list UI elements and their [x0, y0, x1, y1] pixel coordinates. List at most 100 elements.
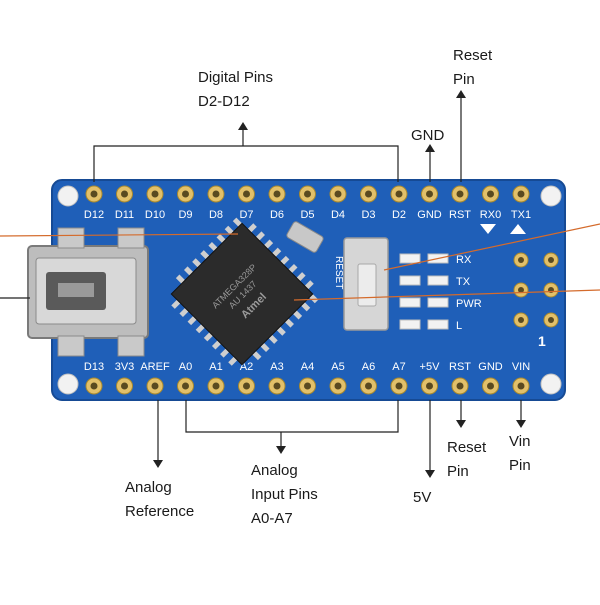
mount-hole-bottom-right: [540, 373, 562, 395]
bottom-pin-label-a3: A3: [270, 361, 283, 373]
bottom-pad-hole: [151, 382, 159, 390]
bottom-pad-hole: [517, 382, 525, 390]
top-pad-hole: [90, 190, 98, 198]
top-pad-hole: [304, 190, 311, 198]
vin-line-2: Pin: [509, 457, 531, 474]
fivev-label: 5V: [413, 489, 432, 506]
top-pin-label-gnd: GND: [417, 209, 442, 221]
reset-pin-top-callout: Reset Pin: [453, 44, 492, 92]
top-pin-label-d4: D4: [331, 209, 345, 221]
callout-arrowheads: [153, 90, 526, 478]
top-pad-hole: [334, 190, 342, 198]
bottom-pad-hole: [395, 382, 403, 390]
bottom-pad-hole: [487, 382, 494, 390]
icsp-pad-hole: [518, 257, 524, 263]
led-label-tx: TX: [456, 276, 471, 288]
analog-reference-line-1: Analog: [125, 479, 172, 496]
top-pin-label-d9: D9: [178, 209, 192, 221]
gnd-top-callout: GND: [411, 124, 444, 148]
bottom-pad-hole: [456, 382, 464, 390]
bottom-pad-hole: [212, 382, 220, 390]
bottom-pin-label-gnd: GND: [478, 361, 503, 373]
top-pin-label-tx1: TX1: [511, 209, 531, 221]
top-pad-hole: [365, 190, 372, 198]
bottom-pad-hole: [304, 382, 311, 390]
reset-silk-label: RESET: [333, 256, 344, 289]
bottom-pin-label-+5v: +5V: [420, 361, 441, 373]
analog-input-line-1: Analog: [251, 462, 298, 479]
top-pin-label-d2: D2: [392, 209, 406, 221]
bottom-pin-label-vin: VIN: [512, 361, 530, 373]
top-pad-hole: [517, 190, 525, 198]
fivev-arrow-head-icon: [425, 470, 435, 478]
top-header-pads: [85, 185, 530, 203]
top-pin-label-d8: D8: [209, 209, 223, 221]
usb-tab-bottom: [57, 335, 85, 357]
pin-one-marker: 1: [538, 333, 546, 349]
analog-reference-callout: Analog Reference: [125, 476, 194, 524]
top-pin-label-d6: D6: [270, 209, 284, 221]
tx-arrow-icon: [510, 224, 526, 234]
bottom-pin-label-a6: A6: [362, 361, 375, 373]
led-label-l: L: [456, 320, 462, 332]
icsp-pad-hole: [548, 317, 554, 323]
gnd-top-label: GND: [411, 127, 445, 144]
chip-body: [170, 222, 314, 366]
reset-pin-bottom-callout: Reset Pin: [447, 436, 486, 484]
digital-pins-callout: Digital Pins D2-D12: [198, 66, 273, 114]
vin-pin-callout: Vin Pin: [509, 430, 531, 478]
led-l-left: [399, 319, 421, 330]
reset-top-arrow-head-icon: [456, 90, 466, 98]
vin-arrow-head-icon: [516, 420, 526, 428]
usb-tab-top: [57, 227, 85, 249]
usb-tongue: [58, 283, 94, 297]
reset-bottom-line-1: Reset: [447, 439, 487, 456]
top-pad-hole: [182, 190, 189, 198]
analog-reference-line-2: Reference: [125, 503, 195, 520]
digital-bracket: [93, 145, 399, 182]
top-pin-label-d10: D10: [145, 209, 165, 221]
top-pad-hole: [273, 190, 281, 198]
usb-tab-bottom-2: [117, 335, 145, 357]
top-pin-label-d11: D11: [115, 209, 134, 221]
icsp-header-pads: [513, 252, 559, 328]
top-pin-label-rx0: RX0: [480, 209, 501, 221]
bottom-pin-label-a7: A7: [392, 361, 405, 373]
bottom-pin-label-aref: AREF: [140, 361, 170, 373]
usb-tab-top-2: [117, 227, 145, 249]
bottom-pin-label-3v3: 3V3: [115, 361, 135, 373]
bottom-pin-label-a4: A4: [301, 361, 314, 373]
reset-top-line-1: Reset: [453, 47, 493, 64]
reset-bottom-line-2: Pin: [447, 463, 469, 480]
analog-input-line-2: Input Pins: [251, 486, 318, 503]
analog-arrow-head-icon: [276, 446, 286, 454]
rx-arrow-icon: [480, 224, 496, 234]
led-pwr-right: [427, 297, 449, 308]
reset-button[interactable]: RESET: [333, 237, 389, 331]
led-l-right: [427, 319, 449, 330]
top-pad-hole: [426, 190, 433, 198]
bottom-pad-hole: [90, 382, 98, 390]
crystal-oscillator: [286, 221, 324, 253]
microcontroller-chip: ATMEGA328P AU 1437 Atmel: [170, 217, 319, 366]
vin-line-1: Vin: [509, 433, 531, 450]
bottom-pin-label-a0: A0: [179, 361, 192, 373]
bottom-pin-label-rst: RST: [449, 361, 471, 373]
reset-top-line-2: Pin: [453, 71, 475, 88]
top-pad-hole: [121, 190, 128, 198]
mini-usb-connector: [27, 227, 149, 357]
bottom-pin-label-a5: A5: [331, 361, 344, 373]
bottom-pad-hole: [121, 382, 128, 390]
led-tx-left: [399, 275, 421, 286]
top-pin-label-d5: D5: [300, 209, 314, 221]
analog-bracket: [185, 400, 399, 433]
top-pin-label-d7: D7: [239, 209, 253, 221]
top-pin-label-d12: D12: [84, 209, 104, 221]
analog-input-callout: Analog Input Pins A0-A7: [251, 459, 318, 531]
digital-pins-title: Digital Pins: [198, 69, 274, 86]
top-pad-hole: [151, 190, 159, 198]
